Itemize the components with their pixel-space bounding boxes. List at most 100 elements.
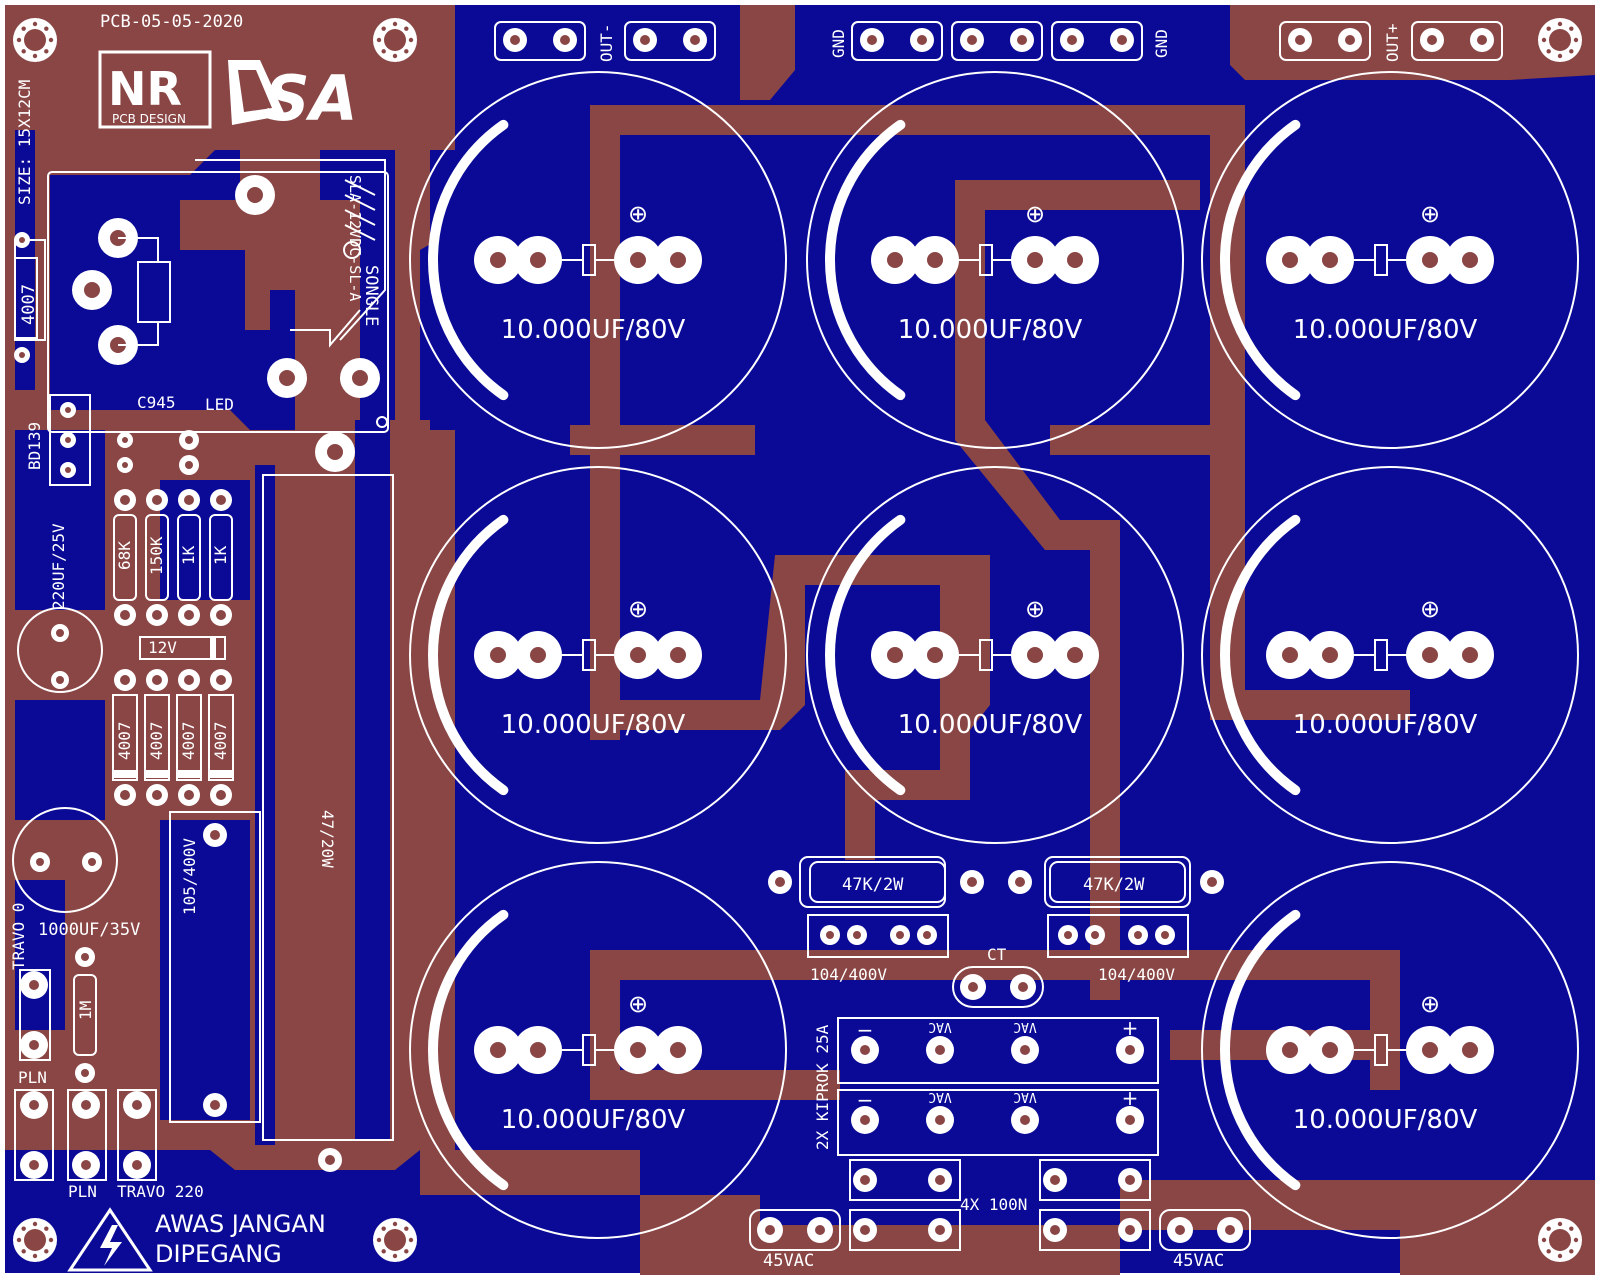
cap-pad	[890, 925, 910, 945]
diode-label-4: 4007	[211, 721, 230, 760]
resistor-pad	[75, 1063, 95, 1083]
r150k-label: 150K	[147, 536, 166, 575]
ct-pad	[1010, 974, 1036, 1000]
sa-logo: SA	[228, 60, 358, 135]
resistor-pad	[1008, 870, 1032, 894]
bulk-capacitor: ⊕10.000UF/80V	[1201, 861, 1579, 1239]
component-pad	[114, 604, 136, 626]
bridge-label: 2X KIPROK 25A	[813, 1024, 832, 1150]
pln-top-label: PLN	[18, 1068, 47, 1087]
connector-pad	[1420, 28, 1444, 52]
cap-pad	[820, 925, 840, 945]
r47w-label: 47/20W	[318, 810, 337, 868]
connector-pad	[1110, 28, 1134, 52]
connector-pad	[553, 28, 577, 52]
gnd-right-label: GND	[1152, 29, 1171, 58]
out-minus-label: OUT-	[597, 23, 616, 62]
component-pad	[210, 489, 232, 511]
component-pad	[114, 784, 136, 806]
component-pad	[210, 784, 232, 806]
ac-pad	[1217, 1217, 1243, 1243]
component-pad	[146, 669, 168, 691]
c104-right-label: 104/400V	[1098, 965, 1175, 984]
cap-pad	[853, 1168, 877, 1192]
polarity-plus-label: ⊕	[1420, 200, 1440, 228]
connector-pad	[683, 28, 707, 52]
gnd-left-label: GND	[829, 29, 848, 58]
mounting-holes	[13, 18, 1582, 1262]
warning-line2: DIPEGANG	[155, 1240, 282, 1268]
bridge-minus-label: −	[857, 1018, 874, 1042]
terminal-pad	[72, 1151, 100, 1179]
zener-label: 12V	[148, 638, 177, 657]
mounting-hole	[13, 1218, 57, 1262]
r47k-left-label: 47K/2W	[842, 875, 904, 895]
component-bodies	[14, 257, 1186, 1056]
relay-pad	[340, 358, 380, 398]
relay-pad	[72, 270, 112, 310]
ac-pad	[757, 1217, 783, 1243]
c100n-label: 4X 100N	[960, 1195, 1027, 1214]
diode-label-2: 4007	[147, 721, 166, 760]
transistor-pad	[117, 457, 133, 473]
bridge-pad	[1011, 1106, 1039, 1134]
polarity-plus-label: ⊕	[628, 200, 648, 228]
pcb-design-logo: NR PCB DESIGN	[98, 50, 212, 129]
cap-pad	[847, 925, 867, 945]
bridge-pad	[851, 1036, 879, 1064]
ac-right-label: 45VAC	[1173, 1251, 1224, 1271]
polarity-plus-label: ⊕	[1025, 595, 1045, 623]
silkscreen-text: PCB-05-05-2020 SIZE: 15X12CM 4007 BD139 …	[9, 12, 1402, 1271]
ct-pad	[960, 974, 986, 1000]
r1k-label-a: 1K	[179, 545, 198, 565]
cap-pad	[1128, 925, 1148, 945]
resistor-pad	[768, 870, 792, 894]
bulk-capacitor-label: 10.000UF/80V	[1293, 710, 1478, 740]
bridge-pad	[851, 1106, 879, 1134]
bridge-pad	[1011, 1036, 1039, 1064]
vac-label: VAC	[928, 1019, 951, 1034]
component-pad	[178, 669, 200, 691]
r1k-label-b: 1K	[211, 545, 230, 565]
r47k-right-label: 47K/2W	[1083, 875, 1145, 895]
bridge-plus-label: +	[1122, 1086, 1139, 1110]
bulk-capacitor-label: 10.000UF/80V	[1293, 315, 1478, 345]
vac-label: VAC	[928, 1089, 951, 1104]
component-pad	[210, 669, 232, 691]
out-plus-label: OUT+	[1383, 23, 1402, 62]
cap-pad	[82, 852, 102, 872]
cap-pad	[1043, 1218, 1067, 1242]
terminal-pad	[20, 1091, 48, 1119]
r1m-label: 1M	[76, 1001, 95, 1020]
diode-label-3: 4007	[179, 721, 198, 760]
relay-model: SLA-12VDC-SL-A	[346, 175, 364, 301]
bulk-capacitor-label: 10.000UF/80V	[898, 315, 1083, 345]
bridge-minus-label: −	[857, 1088, 874, 1112]
polarity-plus-label: ⊕	[628, 990, 648, 1018]
cap-pad	[1043, 1168, 1067, 1192]
travo220-label: TRAVO 220	[117, 1182, 204, 1201]
mounting-hole	[373, 18, 417, 62]
bulk-capacitor: ⊕10.000UF/80V	[409, 861, 787, 1239]
ct-label: CT	[987, 945, 1007, 964]
relay-brand: SONGLE	[361, 265, 381, 326]
board-date: PCB-05-05-2020	[100, 12, 243, 32]
bulk-capacitor: ⊕10.000UF/80V	[409, 71, 787, 449]
bulk-capacitor-label: 10.000UF/80V	[898, 710, 1083, 740]
diode-pad	[14, 347, 30, 363]
warning-line1: AWAS JANGAN	[155, 1210, 326, 1238]
bd139-label: BD139	[25, 422, 44, 470]
component-pad	[146, 784, 168, 806]
vac-label: VAC	[1013, 1089, 1036, 1104]
led-pad	[179, 455, 199, 475]
connector-pad	[633, 28, 657, 52]
connector-pad	[1470, 28, 1494, 52]
bulk-capacitor-label: 10.000UF/80V	[1293, 1105, 1478, 1135]
bridge-pad	[1116, 1106, 1144, 1134]
component-pad	[178, 604, 200, 626]
resistor-pad	[1200, 870, 1224, 894]
board-size: SIZE: 15X12CM	[15, 80, 34, 205]
transistor-pad	[60, 462, 76, 478]
